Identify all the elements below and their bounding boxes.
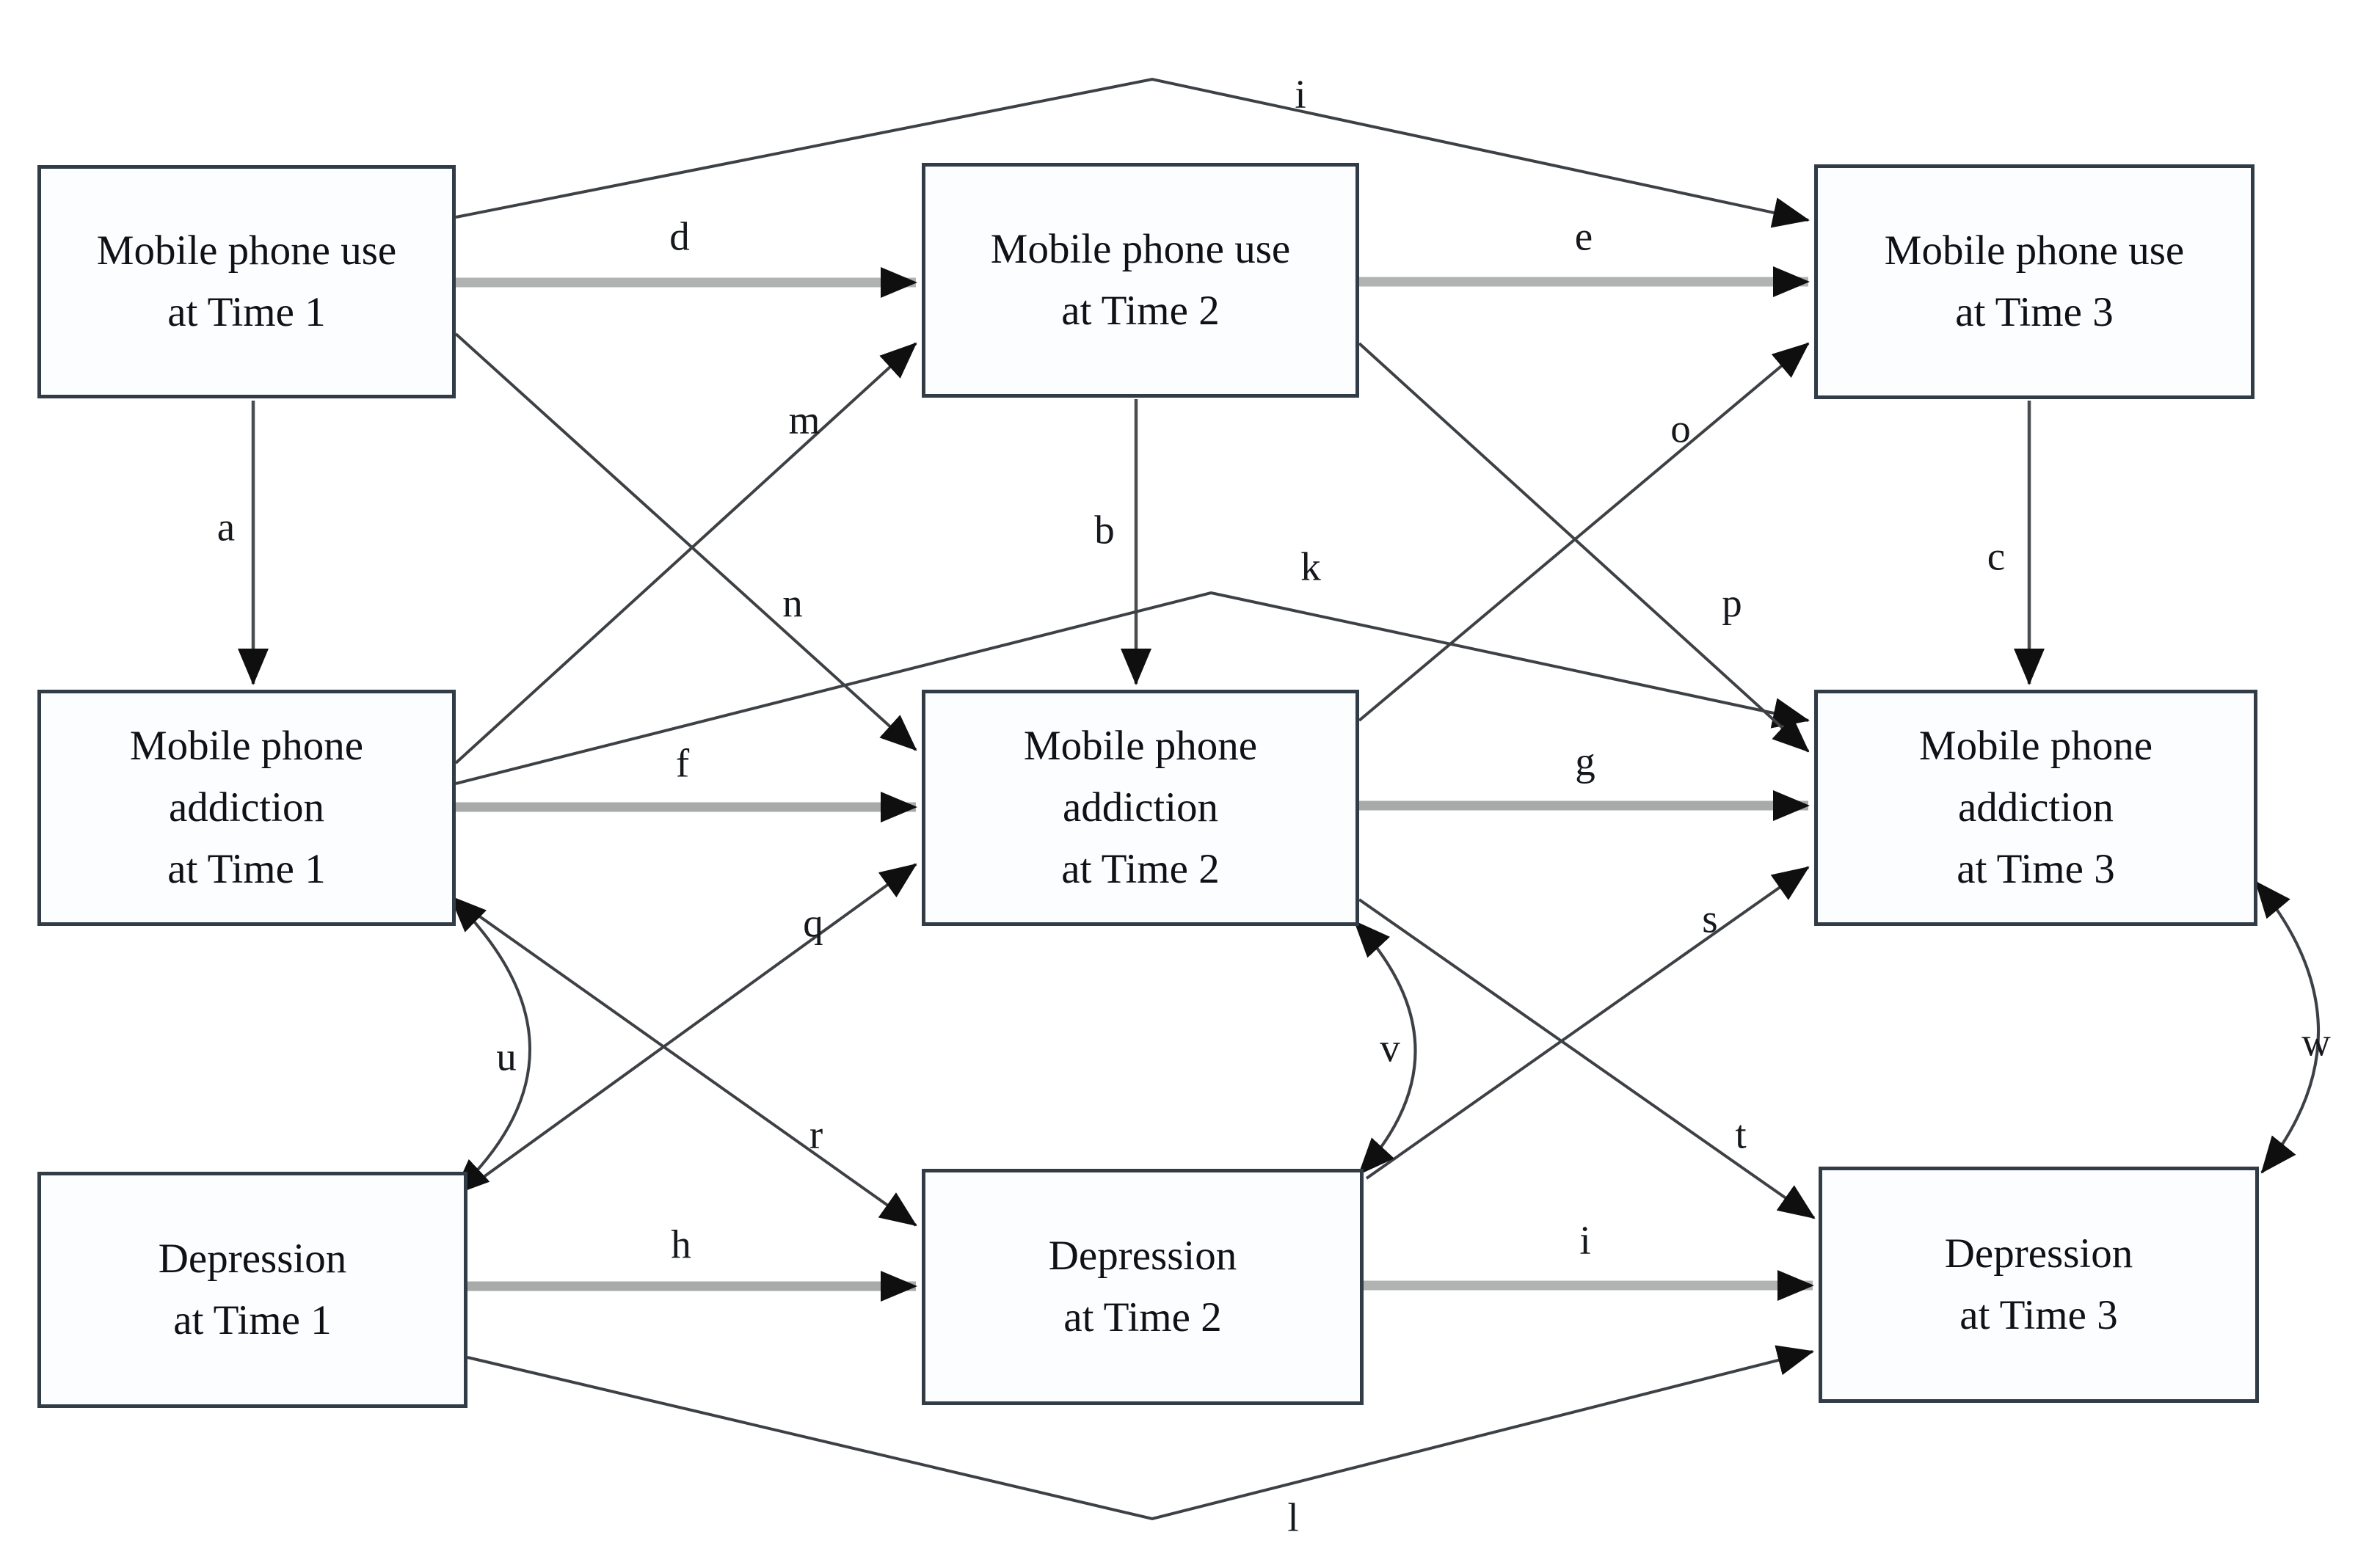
edge-label-d: d	[669, 214, 690, 259]
edge-p-arrow	[1358, 342, 1810, 753]
edge-l-arrow	[467, 1345, 1814, 1521]
box-mobile-phone-addiction-time1: Mobile phone addiction at Time 1	[37, 690, 456, 926]
box-depression-time1: Depression at Time 1	[37, 1172, 467, 1408]
box-text-line: at Time 2	[1061, 845, 1220, 892]
box-mobile-phone-use-time2: Mobile phone use at Time 2	[922, 163, 1359, 398]
edge-label-s: s	[1702, 896, 1718, 941]
edge-label-n: n	[782, 580, 803, 626]
edge-label-c: c	[1987, 533, 2006, 579]
box-text-line: at Time 1	[167, 845, 326, 892]
box-text-line: Mobile phone use	[96, 227, 397, 274]
edge-t-arrow	[1358, 898, 1816, 1219]
edge-label-u: u	[496, 1034, 517, 1079]
box-text-line: at Time 1	[173, 1297, 332, 1343]
edge-label-o: o	[1670, 406, 1691, 451]
box-text-line: at Time 2	[1061, 288, 1220, 334]
box-mobile-phone-use-time3: Mobile phone use at Time 3	[1814, 164, 2255, 399]
edge-label-g: g	[1575, 739, 1595, 784]
box-text-line: Depression	[1048, 1233, 1237, 1280]
edge-label-i-top: i	[1295, 71, 1306, 117]
edge-label-h: h	[671, 1222, 691, 1267]
edge-label-f: f	[675, 740, 690, 786]
edge-label-b: b	[1094, 507, 1115, 552]
edge-label-l: l	[1287, 1495, 1299, 1540]
edge-n-arrow	[454, 332, 917, 751]
box-text-line: addiction	[168, 784, 325, 831]
box-text-line: Mobile phone	[1918, 723, 2153, 770]
edge-label-e: e	[1574, 214, 1593, 259]
edge-label-m: m	[788, 397, 820, 442]
edge-v-arrow	[1353, 920, 1417, 1175]
box-mobile-phone-addiction-time2: Mobile phone addiction at Time 2	[922, 690, 1359, 926]
box-text-line: addiction	[1062, 784, 1219, 831]
edge-label-v: v	[1380, 1025, 1400, 1070]
edge-s-arrow	[1365, 866, 1810, 1180]
box-depression-time2: Depression at Time 2	[922, 1169, 1364, 1405]
box-text-line: Mobile phone	[1023, 723, 1258, 770]
box-mobile-phone-use-time1: Mobile phone use at Time 1	[37, 165, 456, 398]
box-depression-time3: Depression at Time 3	[1819, 1167, 2259, 1403]
box-text-line: at Time 2	[1063, 1294, 1222, 1340]
edge-label-a: a	[216, 504, 236, 550]
box-text-line: addiction	[1957, 784, 2114, 831]
edge-q-arrow	[466, 863, 917, 1190]
edge-u-arrow	[449, 895, 531, 1196]
edge-label-k: k	[1300, 544, 1321, 589]
edge-o-arrow	[1358, 342, 1810, 722]
edge-label-t: t	[1735, 1112, 1747, 1157]
edge-r-arrow	[454, 898, 917, 1227]
edge-w-arrow	[2255, 880, 2320, 1174]
box-text-line: Depression	[158, 1236, 347, 1283]
box-text-line: at Time 3	[1957, 845, 2115, 892]
box-text-line: Depression	[1944, 1230, 2133, 1277]
box-text-line: at Time 3	[1955, 289, 2114, 335]
edge-label-w: w	[2301, 1019, 2331, 1065]
edge-label-r: r	[809, 1112, 823, 1157]
edge-label-i-dep: i	[1579, 1217, 1591, 1263]
box-text-line: at Time 3	[1959, 1292, 2118, 1338]
edge-i-top-arrow	[455, 77, 1810, 228]
edge-m-arrow	[454, 342, 917, 765]
edge-label-p: p	[1722, 580, 1742, 626]
edge-k-arrow	[455, 591, 1810, 785]
box-text-line: Mobile phone use	[1884, 227, 2185, 274]
box-mobile-phone-addiction-time3: Mobile phone addiction at Time 3	[1814, 690, 2257, 926]
box-text-line: Mobile phone	[129, 723, 364, 770]
box-text-line: at Time 1	[167, 289, 326, 335]
box-text-line: Mobile phone use	[990, 226, 1291, 273]
edge-label-q: q	[803, 900, 823, 946]
